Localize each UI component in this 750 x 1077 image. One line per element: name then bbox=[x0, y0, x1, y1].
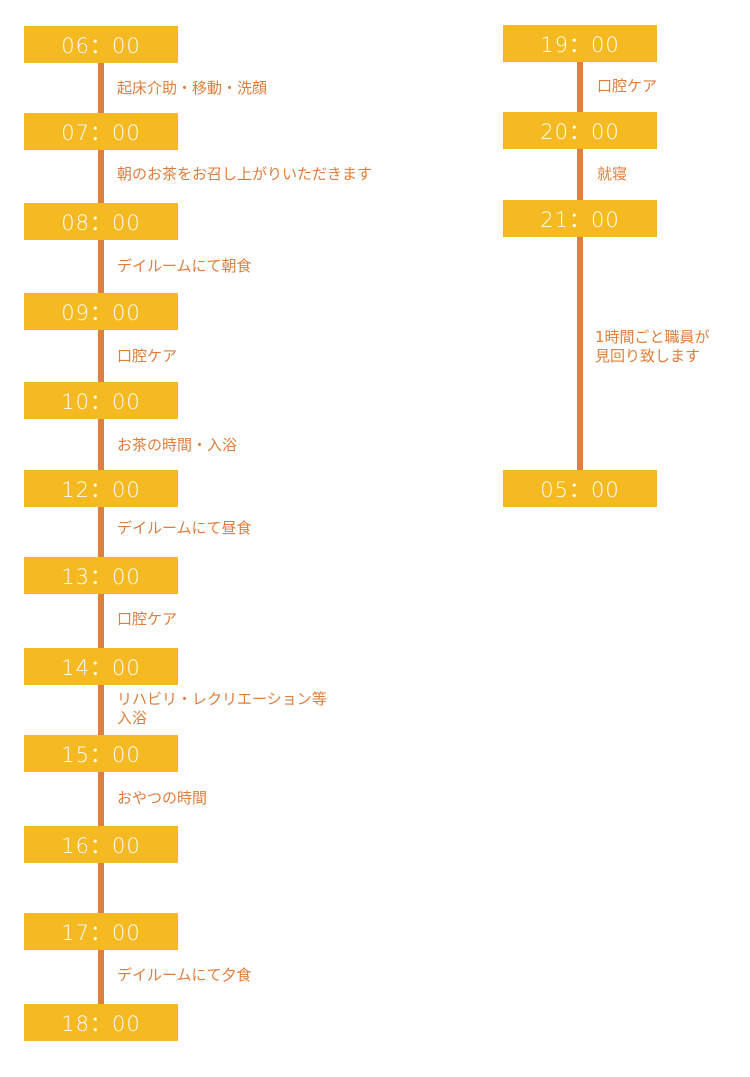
time-block-0900: 09：00 bbox=[24, 293, 178, 330]
timeline-line-left bbox=[98, 55, 104, 1040]
time-block-1900: 19：00 bbox=[503, 25, 657, 62]
activity-2100: 1時間ごと職員が 見回り致します bbox=[595, 328, 710, 365]
time-block-0700: 07：00 bbox=[24, 113, 178, 150]
activity-1700: デイルームにて夕食 bbox=[117, 966, 252, 984]
time-block-1600: 16：00 bbox=[24, 826, 178, 863]
time-block-1000: 10：00 bbox=[24, 382, 178, 419]
time-block-1300: 13：00 bbox=[24, 557, 178, 594]
time-block-0800: 08：00 bbox=[24, 203, 178, 240]
time-block-0500: 05：00 bbox=[503, 470, 657, 507]
time-block-1200: 12：00 bbox=[24, 470, 178, 507]
timeline-line-right bbox=[577, 55, 583, 480]
activity-1000: お茶の時間・入浴 bbox=[117, 436, 238, 454]
activity-1500: おやつの時間 bbox=[117, 789, 208, 807]
time-block-1500: 15：00 bbox=[24, 735, 178, 772]
time-block-1400: 14：00 bbox=[24, 648, 178, 685]
activity-0800: デイルームにて朝食 bbox=[117, 257, 252, 275]
activity-2000: 就寝 bbox=[597, 165, 628, 183]
activity-0900: 口腔ケア bbox=[117, 347, 178, 365]
activity-0600: 起床介助・移動・洗顔 bbox=[117, 79, 268, 97]
time-block-2100: 21：00 bbox=[503, 200, 657, 237]
activity-1400: リハビリ・レクリエーション等 入浴 bbox=[117, 690, 327, 727]
activity-1300: 口腔ケア bbox=[117, 610, 178, 628]
time-block-2000: 20：00 bbox=[503, 112, 657, 149]
activity-1900: 口腔ケア bbox=[597, 77, 658, 95]
time-block-1700: 17：00 bbox=[24, 913, 178, 950]
time-block-0600: 06：00 bbox=[24, 26, 178, 63]
time-block-1800: 18：00 bbox=[24, 1004, 178, 1041]
activity-0700: 朝のお茶をお召し上がりいただきます bbox=[117, 165, 373, 183]
activity-1200: デイルームにて昼食 bbox=[117, 519, 252, 537]
